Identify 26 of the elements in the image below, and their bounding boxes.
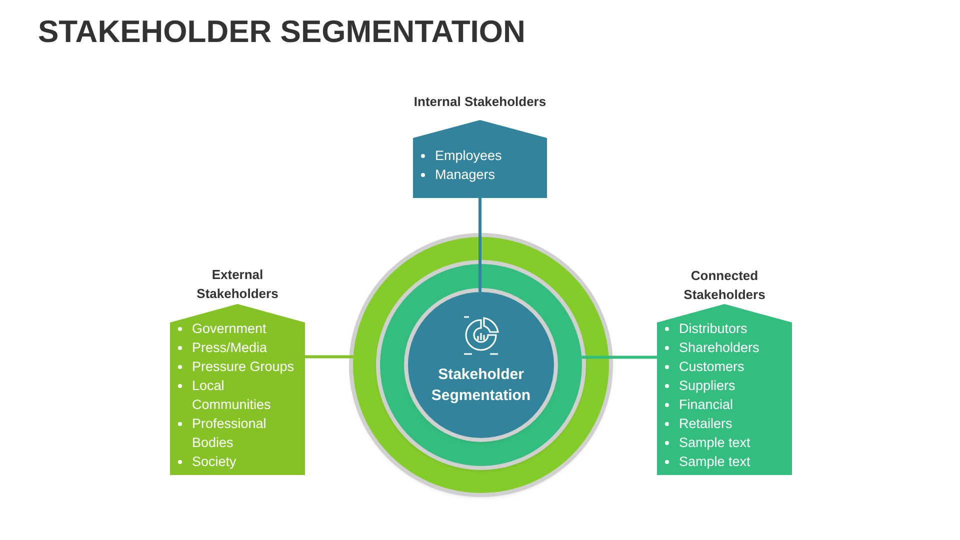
list-item: Customers: [679, 359, 744, 374]
card-heading: External Stakeholders: [196, 266, 280, 303]
list-item: Retailers: [679, 416, 732, 431]
page-title: STAKEHOLDER SEGMENTATION: [38, 14, 526, 50]
list-item: Employees: [435, 148, 502, 163]
list-item: Local Communities: [192, 378, 271, 412]
centre-label: Stakeholder Segmentation: [430, 365, 532, 406]
list-item: Professional Bodies: [192, 416, 266, 450]
card-heading: Internal Stakeholders: [414, 92, 546, 110]
list-item: Suppliers: [679, 378, 736, 393]
list-item: Financial: [679, 397, 734, 412]
centre-circle: [408, 292, 554, 438]
connector-line: [582, 356, 657, 359]
list-item: Managers: [435, 167, 496, 182]
list-item: Shareholders: [679, 340, 760, 355]
list-item: Distributors: [679, 321, 748, 336]
ring: [380, 264, 582, 466]
list-item: Society: [192, 454, 236, 469]
list-item: Sample text: [679, 435, 750, 450]
connector-line: [478, 198, 482, 292]
list-item: Government: [192, 321, 266, 336]
list-item: Sample text: [679, 454, 750, 469]
connector-line: [305, 355, 354, 358]
list-item: Press/Media: [192, 340, 268, 355]
list-item: Pressure Groups: [192, 359, 294, 374]
card-heading: Connected Stakeholders: [682, 266, 766, 304]
